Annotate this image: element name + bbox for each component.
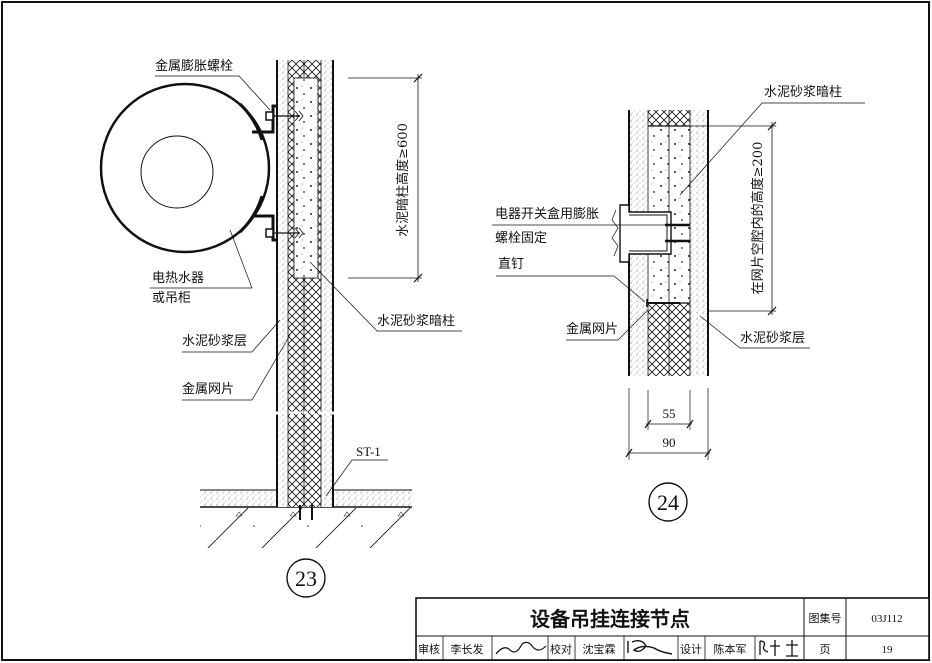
designer-name: 陈本军	[714, 642, 747, 656]
label-nail: 直钉	[498, 257, 524, 272]
page-number: 19	[882, 644, 894, 656]
designer-signature	[759, 640, 798, 657]
cement-hidden-column	[293, 77, 319, 279]
detail-number-circle-23	[286, 558, 326, 598]
checker-signature	[627, 639, 673, 655]
water-heater-inner	[140, 135, 214, 209]
switch-box	[619, 204, 672, 263]
checker-name: 沈宝霖	[583, 642, 616, 656]
label-mortar-layer-24: 水泥砂浆层	[740, 331, 805, 346]
drawing-title: 设备吊挂连接节点	[530, 607, 690, 631]
detail-number-23: 23	[295, 566, 317, 591]
label-water-heater: 电热水器	[152, 271, 204, 286]
label-st-1: ST-1	[356, 444, 381, 459]
label-metal-mesh: 金属网片	[182, 381, 234, 397]
water-heater-outline	[99, 82, 271, 254]
label-metal-expansion-bolt: 金属膨胀螺栓	[155, 58, 233, 74]
review-label: 审核	[418, 642, 440, 656]
label-switch-box-line1: 电器开关盒用膨胀	[495, 206, 599, 222]
dimension-hidden-column-height: 水泥暗柱高度≥600	[395, 123, 411, 237]
design-label: 设计	[680, 643, 702, 656]
atlas-number-label: 图集号	[809, 611, 842, 625]
label-metal-mesh-24: 金属网片	[566, 321, 618, 337]
detail-number-24: 24	[657, 490, 679, 515]
mortar-layer-right-24	[690, 110, 708, 376]
mortar-layer-right	[321, 60, 333, 507]
page-label: 页	[820, 643, 831, 656]
detail-23: 水泥暗柱高度≥600 金属膨胀螺栓 电热水器 或吊柜 水泥砂浆层 金属网片 水泥…	[99, 58, 462, 598]
label-cement-hidden-column: 水泥砂浆暗柱	[377, 314, 455, 329]
reviewer-name: 李长发	[451, 642, 484, 656]
dimension-90: 90	[663, 435, 676, 450]
atlas-number: 03J112	[871, 613, 902, 625]
label-switch-box-line2: 螺栓固定	[495, 231, 547, 246]
ground-hatch	[200, 508, 412, 548]
detail-24: 在网片空腔内的高度≥200 55 90 水泥砂浆暗柱 电器开关盒用膨胀 螺栓固定…	[492, 85, 865, 522]
dimension-cavity-height: 在网片空腔内的高度≥200	[750, 142, 766, 295]
mortar-layer-left	[277, 60, 288, 507]
bracket-bottom	[252, 214, 277, 242]
detail-number-circle-24	[648, 482, 688, 522]
label-cement-hidden-column-24: 水泥砂浆暗柱	[764, 85, 842, 100]
dimension-55: 55	[663, 406, 676, 421]
reviewer-signature	[495, 641, 547, 655]
title-block: 设备吊挂连接节点 图集号 03J112 审核 李长发 校对 沈宝霖 设计 陈本军…	[415, 597, 930, 661]
label-mortar-layer: 水泥砂浆层	[182, 334, 247, 349]
label-hanging-cabinet: 或吊柜	[152, 291, 191, 306]
check-label: 校对	[550, 642, 572, 656]
